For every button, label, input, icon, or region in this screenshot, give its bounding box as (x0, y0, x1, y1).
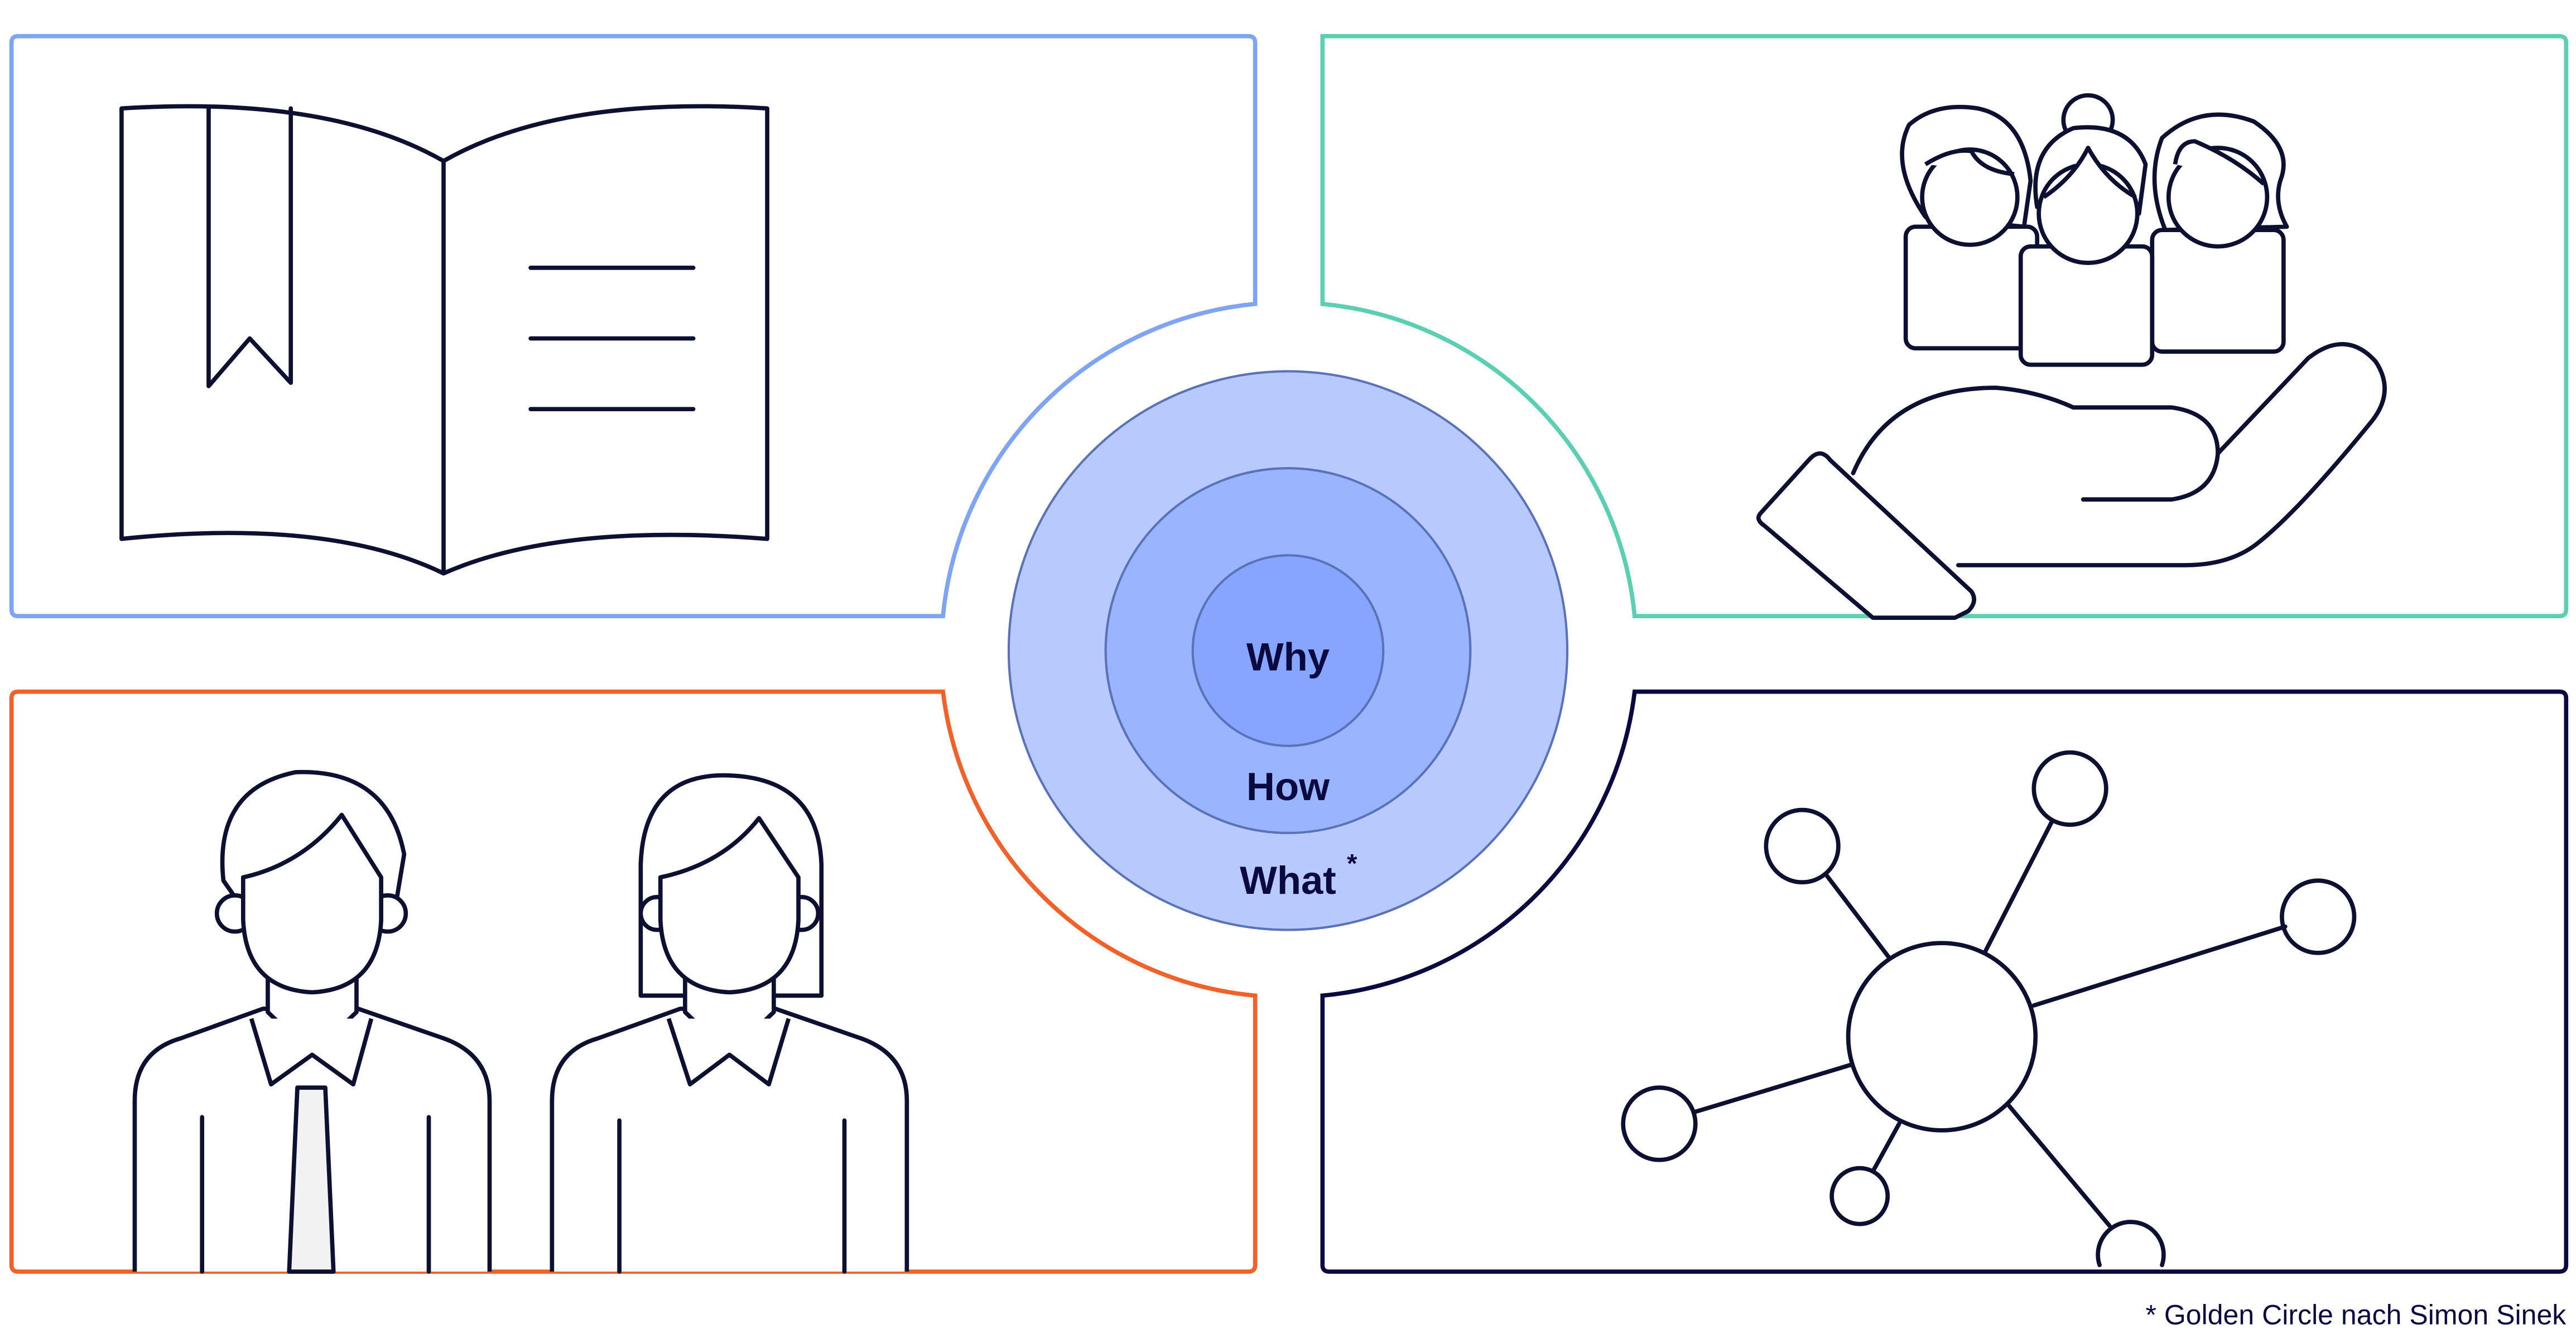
circle-why (1191, 554, 1385, 747)
business-people-icon (132, 769, 909, 1274)
open-book-icon (119, 104, 769, 576)
label-why: Why (1246, 634, 1330, 678)
label-how: How (1246, 764, 1330, 808)
panel-top-left (9, 33, 1258, 619)
hand-holding-people-icon (1756, 93, 2387, 620)
network-icon (1621, 750, 2357, 1268)
label-what-asterisk: * (1347, 849, 1357, 878)
panel-top-right (1320, 33, 2569, 619)
label-what: What (1240, 858, 1336, 902)
footnote: * Golden Circle nach Simon Sinek (2145, 1299, 2567, 1330)
panel-bottom-left (9, 689, 1258, 1274)
panel-bottom-right (1320, 689, 2569, 1274)
